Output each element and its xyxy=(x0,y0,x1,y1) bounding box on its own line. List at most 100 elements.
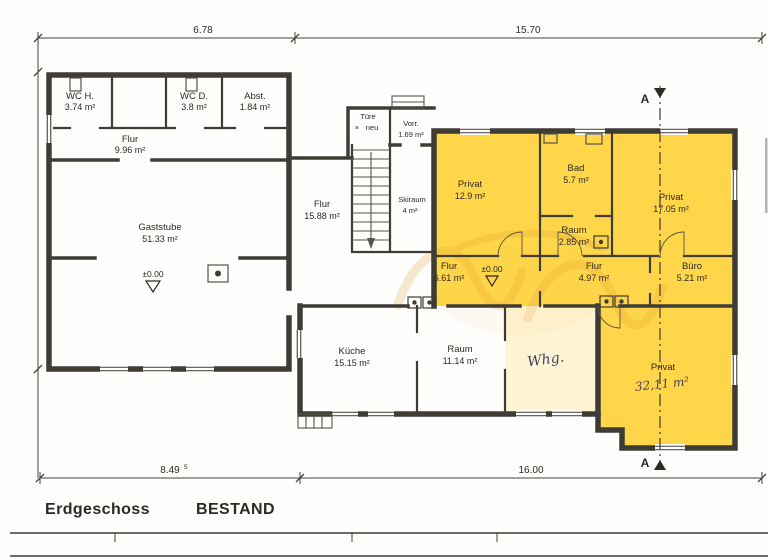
highlighted-rooms xyxy=(434,131,735,448)
door-box-dot xyxy=(598,239,604,245)
window-covers xyxy=(45,115,739,452)
door-box xyxy=(422,296,437,309)
room-label-vorr-name: Vorr. xyxy=(403,119,418,128)
room-label-abst-area: 1.84 m² xyxy=(240,102,271,112)
door-box xyxy=(599,295,614,308)
room-label-flur-mitte-name: Flur xyxy=(314,199,330,210)
room-label-flur-497-name: Flur xyxy=(586,261,602,272)
dim-ticks xyxy=(33,33,767,483)
level-label-flur-right: ±0.00 xyxy=(481,264,502,274)
room-label-flur-wc-name: Flur xyxy=(122,134,138,145)
kitchen-steps-lines xyxy=(305,414,323,428)
room-highlight-bad xyxy=(540,131,612,216)
stair-direction-arrow xyxy=(367,238,375,249)
section-arrow-bottom xyxy=(654,460,666,470)
dim-label-bottom-left: 8.49 xyxy=(160,465,180,476)
room-label-flur-661-name: Flur xyxy=(441,261,457,272)
dim-line-top xyxy=(37,32,763,44)
room-label-skiraum-name: Skiraum xyxy=(398,195,426,204)
annotation-tuere-line2: neu xyxy=(366,123,379,132)
room-label-privat-ne-area: 17.05 m² xyxy=(653,204,689,214)
level-label-gaststube: ±0.00 xyxy=(142,269,163,279)
room-label-privat-ne-name: Privat xyxy=(659,192,684,203)
staircase xyxy=(297,95,425,429)
level-triangle-left xyxy=(144,280,162,294)
column-symbol xyxy=(207,264,229,283)
walls-medium xyxy=(47,106,737,308)
title-block-dividers xyxy=(114,533,498,542)
room-label-skiraum-area: 4 m² xyxy=(403,206,419,215)
level-triangle-right xyxy=(484,275,500,288)
plan-title: Erdgeschoss xyxy=(45,501,150,518)
dim-label-top-right: 15.70 xyxy=(515,25,540,36)
section-label-bottom: A xyxy=(641,456,650,470)
room-label-abst-name: Abst. xyxy=(244,91,266,102)
section-line: A A xyxy=(641,86,666,470)
room-highlight-whg xyxy=(505,306,598,414)
door-box xyxy=(407,296,422,309)
dim-label-bottom-right: 16.00 xyxy=(518,465,543,476)
plan-status: BESTAND xyxy=(196,501,275,518)
watermark-blob xyxy=(435,245,605,335)
room-label-vorr-area: 1.69 m² xyxy=(398,130,424,139)
door-box-dot xyxy=(412,300,417,305)
door-box-dot xyxy=(604,299,609,304)
room-label-gaststube-area: 51.33 m² xyxy=(142,234,178,244)
wall-right-interior xyxy=(432,129,737,308)
annotation-tuere-line1: Türe xyxy=(360,112,375,121)
level-symbols xyxy=(144,275,500,294)
room-label-flur-wc-area: 9.96 m² xyxy=(115,145,146,155)
bath-fixture xyxy=(585,133,603,145)
room-label-wc-h-area: 3.74 m² xyxy=(65,102,96,112)
title-block-lines xyxy=(10,532,768,557)
room-label-raum-kueche-area: 11.14 m² xyxy=(443,356,478,366)
windows xyxy=(45,115,739,452)
room-highlight-privat-sued xyxy=(598,306,735,448)
room-label-bad-area: 5.7 m² xyxy=(563,175,589,185)
scan-edge-artifact xyxy=(765,138,768,213)
annotation-tuere-mark: × xyxy=(355,123,359,132)
door-symbols xyxy=(407,235,629,309)
room-label-flur-497-area: 4.97 m² xyxy=(579,273,610,283)
watermark-stroke xyxy=(523,260,667,330)
watermark-stroke xyxy=(451,229,604,254)
watermark-stroke xyxy=(393,247,527,311)
section-label-top: A xyxy=(641,92,650,106)
dim-line-bottom xyxy=(39,472,763,484)
room-label-privat-sued-area: 32,11 m² xyxy=(634,374,690,394)
wc-fixture xyxy=(185,77,198,92)
room-label-raum-klein-name: Raum xyxy=(561,225,586,236)
room-label-flur-mitte-area: 15.88 m² xyxy=(304,211,340,221)
room-label-wc-h-name: WC H. xyxy=(66,91,94,102)
room-label-flur-661-area: 6.61 m² xyxy=(434,273,465,283)
room-label-raum-kueche-name: Raum xyxy=(447,344,472,355)
room-label-privat-nw-name: Privat xyxy=(458,179,483,190)
fixtures xyxy=(69,77,603,283)
room-highlight-flur-strip xyxy=(434,256,735,306)
room-label-gaststube-name: Gaststube xyxy=(138,222,181,233)
annotation-whg: Whg. xyxy=(526,350,565,371)
bath-fixture xyxy=(543,133,558,144)
wall-wc-partitions xyxy=(47,73,291,130)
room-label-buero-name: Büro xyxy=(682,261,702,272)
title-block: Erdgeschoss BESTAND xyxy=(10,138,768,557)
dim-label-top-left: 6.78 xyxy=(193,25,213,36)
door-swing-arc xyxy=(557,231,583,257)
door-box-dot xyxy=(427,300,432,305)
room-label-privat-sued-name: Privat xyxy=(651,362,676,373)
room-label-buero-area: 5.21 m² xyxy=(677,273,708,283)
column-symbol-dot xyxy=(215,270,221,277)
door-swing-arc xyxy=(597,305,621,329)
door-swing-arc xyxy=(497,231,523,257)
door-box xyxy=(593,235,609,249)
room-label-bad-name: Bad xyxy=(568,163,585,174)
wc-fixture xyxy=(69,77,82,92)
wall-middle-interior xyxy=(350,106,507,416)
dimension-labels: 6.78 15.70 8.49 5 16.00 xyxy=(160,25,544,476)
kitchen-steps xyxy=(297,413,333,429)
room-label-wc-d-name: WC D. xyxy=(180,91,208,102)
watermark-stain xyxy=(393,229,667,335)
room-highlight-privat-ne xyxy=(612,131,735,256)
